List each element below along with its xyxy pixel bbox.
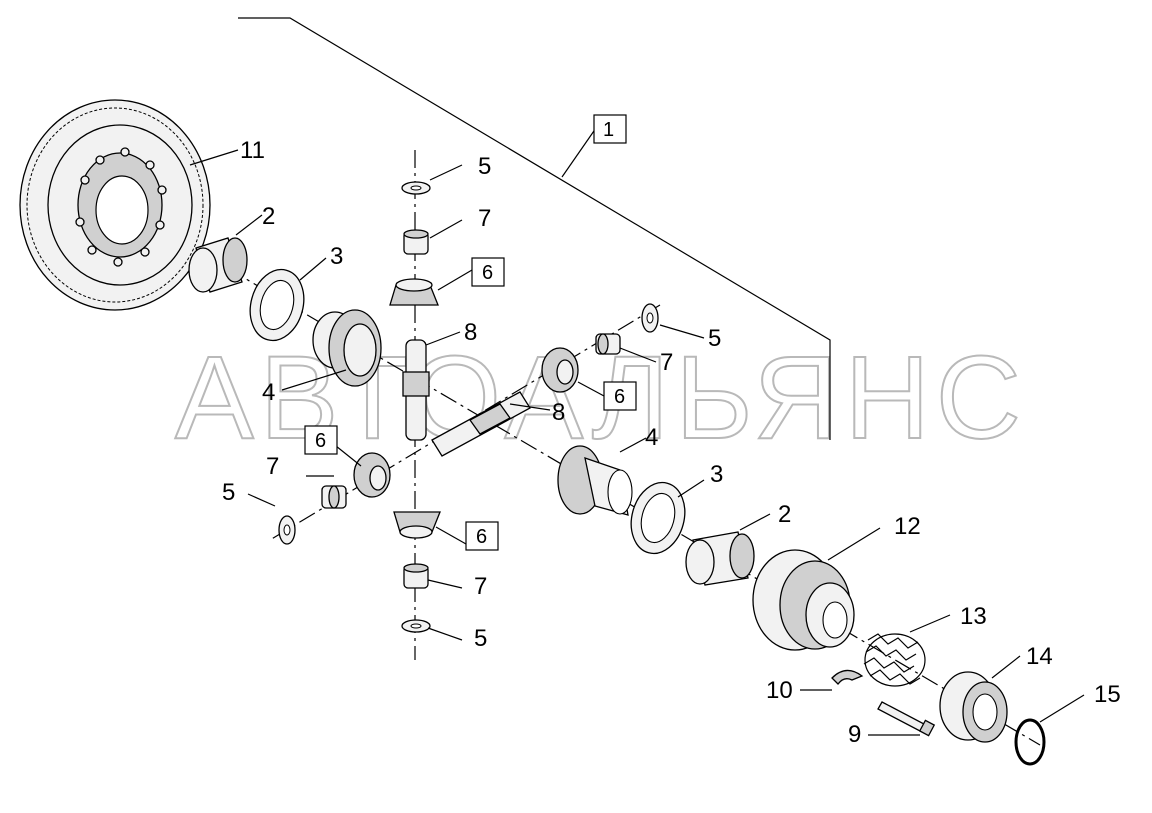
callout-7b: 7 (660, 349, 673, 376)
callout-8a: 8 (464, 319, 477, 346)
thrust-washer-3-lower (630, 481, 686, 555)
washer-5-left (278, 515, 296, 545)
cross-shaft-8-vertical (402, 339, 430, 441)
callout-3b: 3 (710, 461, 723, 488)
leader-lines (189, 149, 1085, 736)
callout-13: 13 (960, 603, 987, 630)
callout-6d: 6 (476, 526, 487, 548)
callout-box-6d (465, 521, 499, 551)
diff-case-12 (752, 549, 855, 651)
callout-box-6a (471, 257, 505, 287)
callout-7a: 7 (478, 205, 491, 232)
callout-12: 12 (894, 513, 921, 540)
collar-14 (939, 671, 1008, 743)
callout-8b: 8 (552, 399, 565, 426)
bushing-2-upper (188, 237, 248, 293)
washer-5-right (641, 303, 659, 333)
callout-4a: 4 (262, 379, 275, 406)
cross-shaft-8-diagonal (431, 391, 531, 457)
callout-4b: 4 (645, 424, 658, 451)
callout-box-6c (304, 425, 338, 455)
pinion-gear-6-left (353, 452, 391, 498)
ring-gear-11 (19, 99, 211, 311)
spacer-7-right (595, 333, 621, 355)
callout-box-6b (603, 381, 637, 411)
callout-5b: 5 (708, 325, 721, 352)
callout-6a: 6 (482, 262, 493, 284)
assembly-1-leader (238, 17, 831, 440)
callout-2a: 2 (262, 203, 275, 230)
snap-ring-15 (1014, 718, 1046, 766)
callout-9: 9 (848, 721, 861, 748)
side-gear-4-lower (557, 445, 633, 516)
callout-5c: 5 (222, 479, 235, 506)
callout-15: 15 (1094, 681, 1121, 708)
washer-5-bottom (401, 619, 431, 633)
callout-10: 10 (766, 677, 793, 704)
pinion-gear-6-right (541, 347, 579, 393)
pinion-gear-6-top (389, 278, 439, 306)
callout-6c: 6 (315, 430, 326, 452)
bolt-9 (877, 701, 936, 737)
clip-10 (831, 669, 864, 685)
callout-7d: 7 (474, 573, 487, 600)
spacer-7-bottom (403, 563, 429, 589)
thrust-washer-3-upper (249, 268, 305, 342)
callout-14: 14 (1026, 643, 1053, 670)
callout-7c: 7 (266, 453, 279, 480)
bushing-2-lower (685, 531, 755, 586)
callout-11: 11 (240, 137, 265, 164)
washer-5-top (401, 181, 431, 195)
pinion-gear-6-bottom (393, 511, 441, 539)
callout-2b: 2 (778, 501, 791, 528)
spacer-7-top (403, 229, 429, 255)
spring-13 (863, 633, 926, 687)
spacer-7-left (321, 485, 347, 509)
assembly-1-leader-box (561, 127, 597, 178)
callout-5a: 5 (478, 153, 491, 180)
callout-1: 1 (603, 119, 614, 141)
callout-3a: 3 (330, 243, 343, 270)
callout-box-1 (593, 114, 627, 144)
side-gear-4-upper (312, 309, 382, 387)
callout-5d: 5 (474, 625, 487, 652)
callout-6b: 6 (614, 386, 625, 408)
